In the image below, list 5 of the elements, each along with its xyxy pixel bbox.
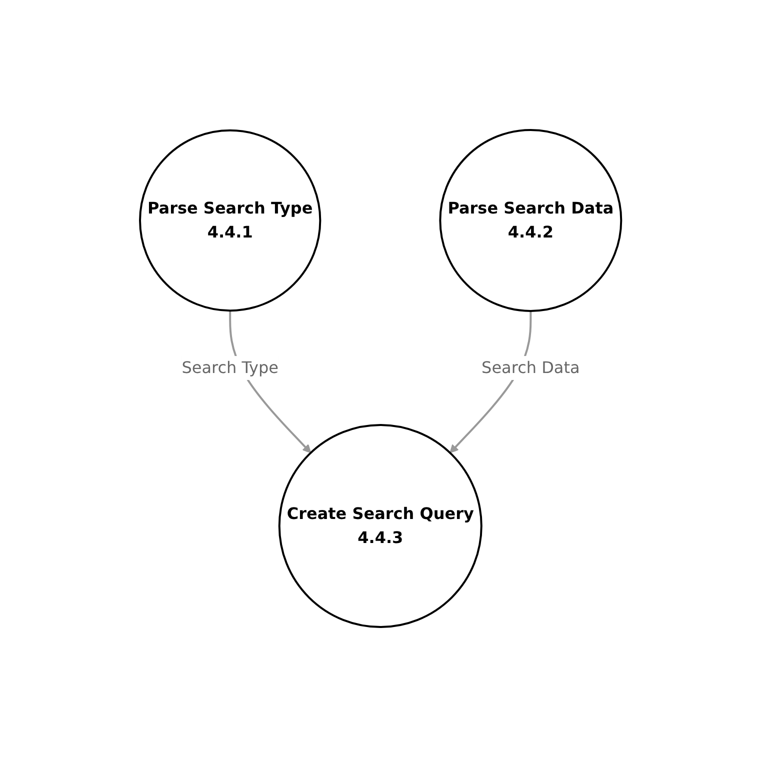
node-circle: Parse Search Data 4.4.2: [439, 129, 622, 312]
node-circle: Create Search Query 4.4.3: [278, 424, 482, 628]
edge-label: Search Type: [182, 358, 278, 377]
node-circle: Parse Search Type 4.4.1: [138, 129, 322, 312]
edge-label: Search Data: [481, 358, 580, 377]
